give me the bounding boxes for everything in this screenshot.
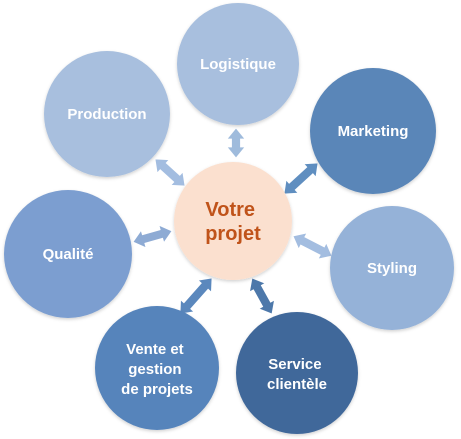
node-vente-gestion-label: Vente et gestion de projets	[121, 341, 193, 398]
node-logistique: Logistique	[177, 3, 299, 125]
node-logistique-label: Logistique	[200, 56, 276, 73]
node-marketing: Marketing	[310, 68, 436, 194]
arrow-center-production	[154, 158, 186, 187]
node-vente-gestion: Vente et gestion de projets	[95, 306, 219, 430]
arrow-center-qualite	[132, 224, 173, 249]
node-qualite-circle	[4, 190, 132, 318]
node-styling-label: Styling	[367, 260, 417, 277]
arrow-center-styling	[292, 232, 333, 260]
node-service-clientele-label: Service clientèle	[267, 356, 327, 393]
center-circle	[174, 162, 292, 280]
node-production: Production	[44, 51, 170, 177]
arrow-center-logistique	[226, 127, 246, 159]
node-production-circle	[44, 51, 170, 177]
node-service-clientele-circle	[236, 312, 358, 434]
node-service-clientele: Service clientèle	[236, 312, 358, 434]
arrow-center-marketing	[283, 162, 319, 195]
arrow-center-service-clientele	[248, 277, 276, 315]
arrow-center-vente-gestion	[179, 277, 213, 315]
node-marketing-circle	[310, 68, 436, 194]
node-marketing-label: Marketing	[338, 123, 409, 140]
node-styling-circle	[330, 206, 454, 330]
node-logistique-circle	[177, 3, 299, 125]
node-vente-gestion-circle	[95, 306, 219, 430]
node-qualite: Qualité	[4, 190, 132, 318]
node-styling: Styling	[330, 206, 454, 330]
center-label: Votre projet	[205, 199, 261, 245]
node-qualite-label: Qualité	[43, 246, 94, 263]
node-production-label: Production	[67, 106, 146, 123]
center-node: Votre projet	[174, 162, 292, 280]
arrows	[132, 127, 333, 315]
